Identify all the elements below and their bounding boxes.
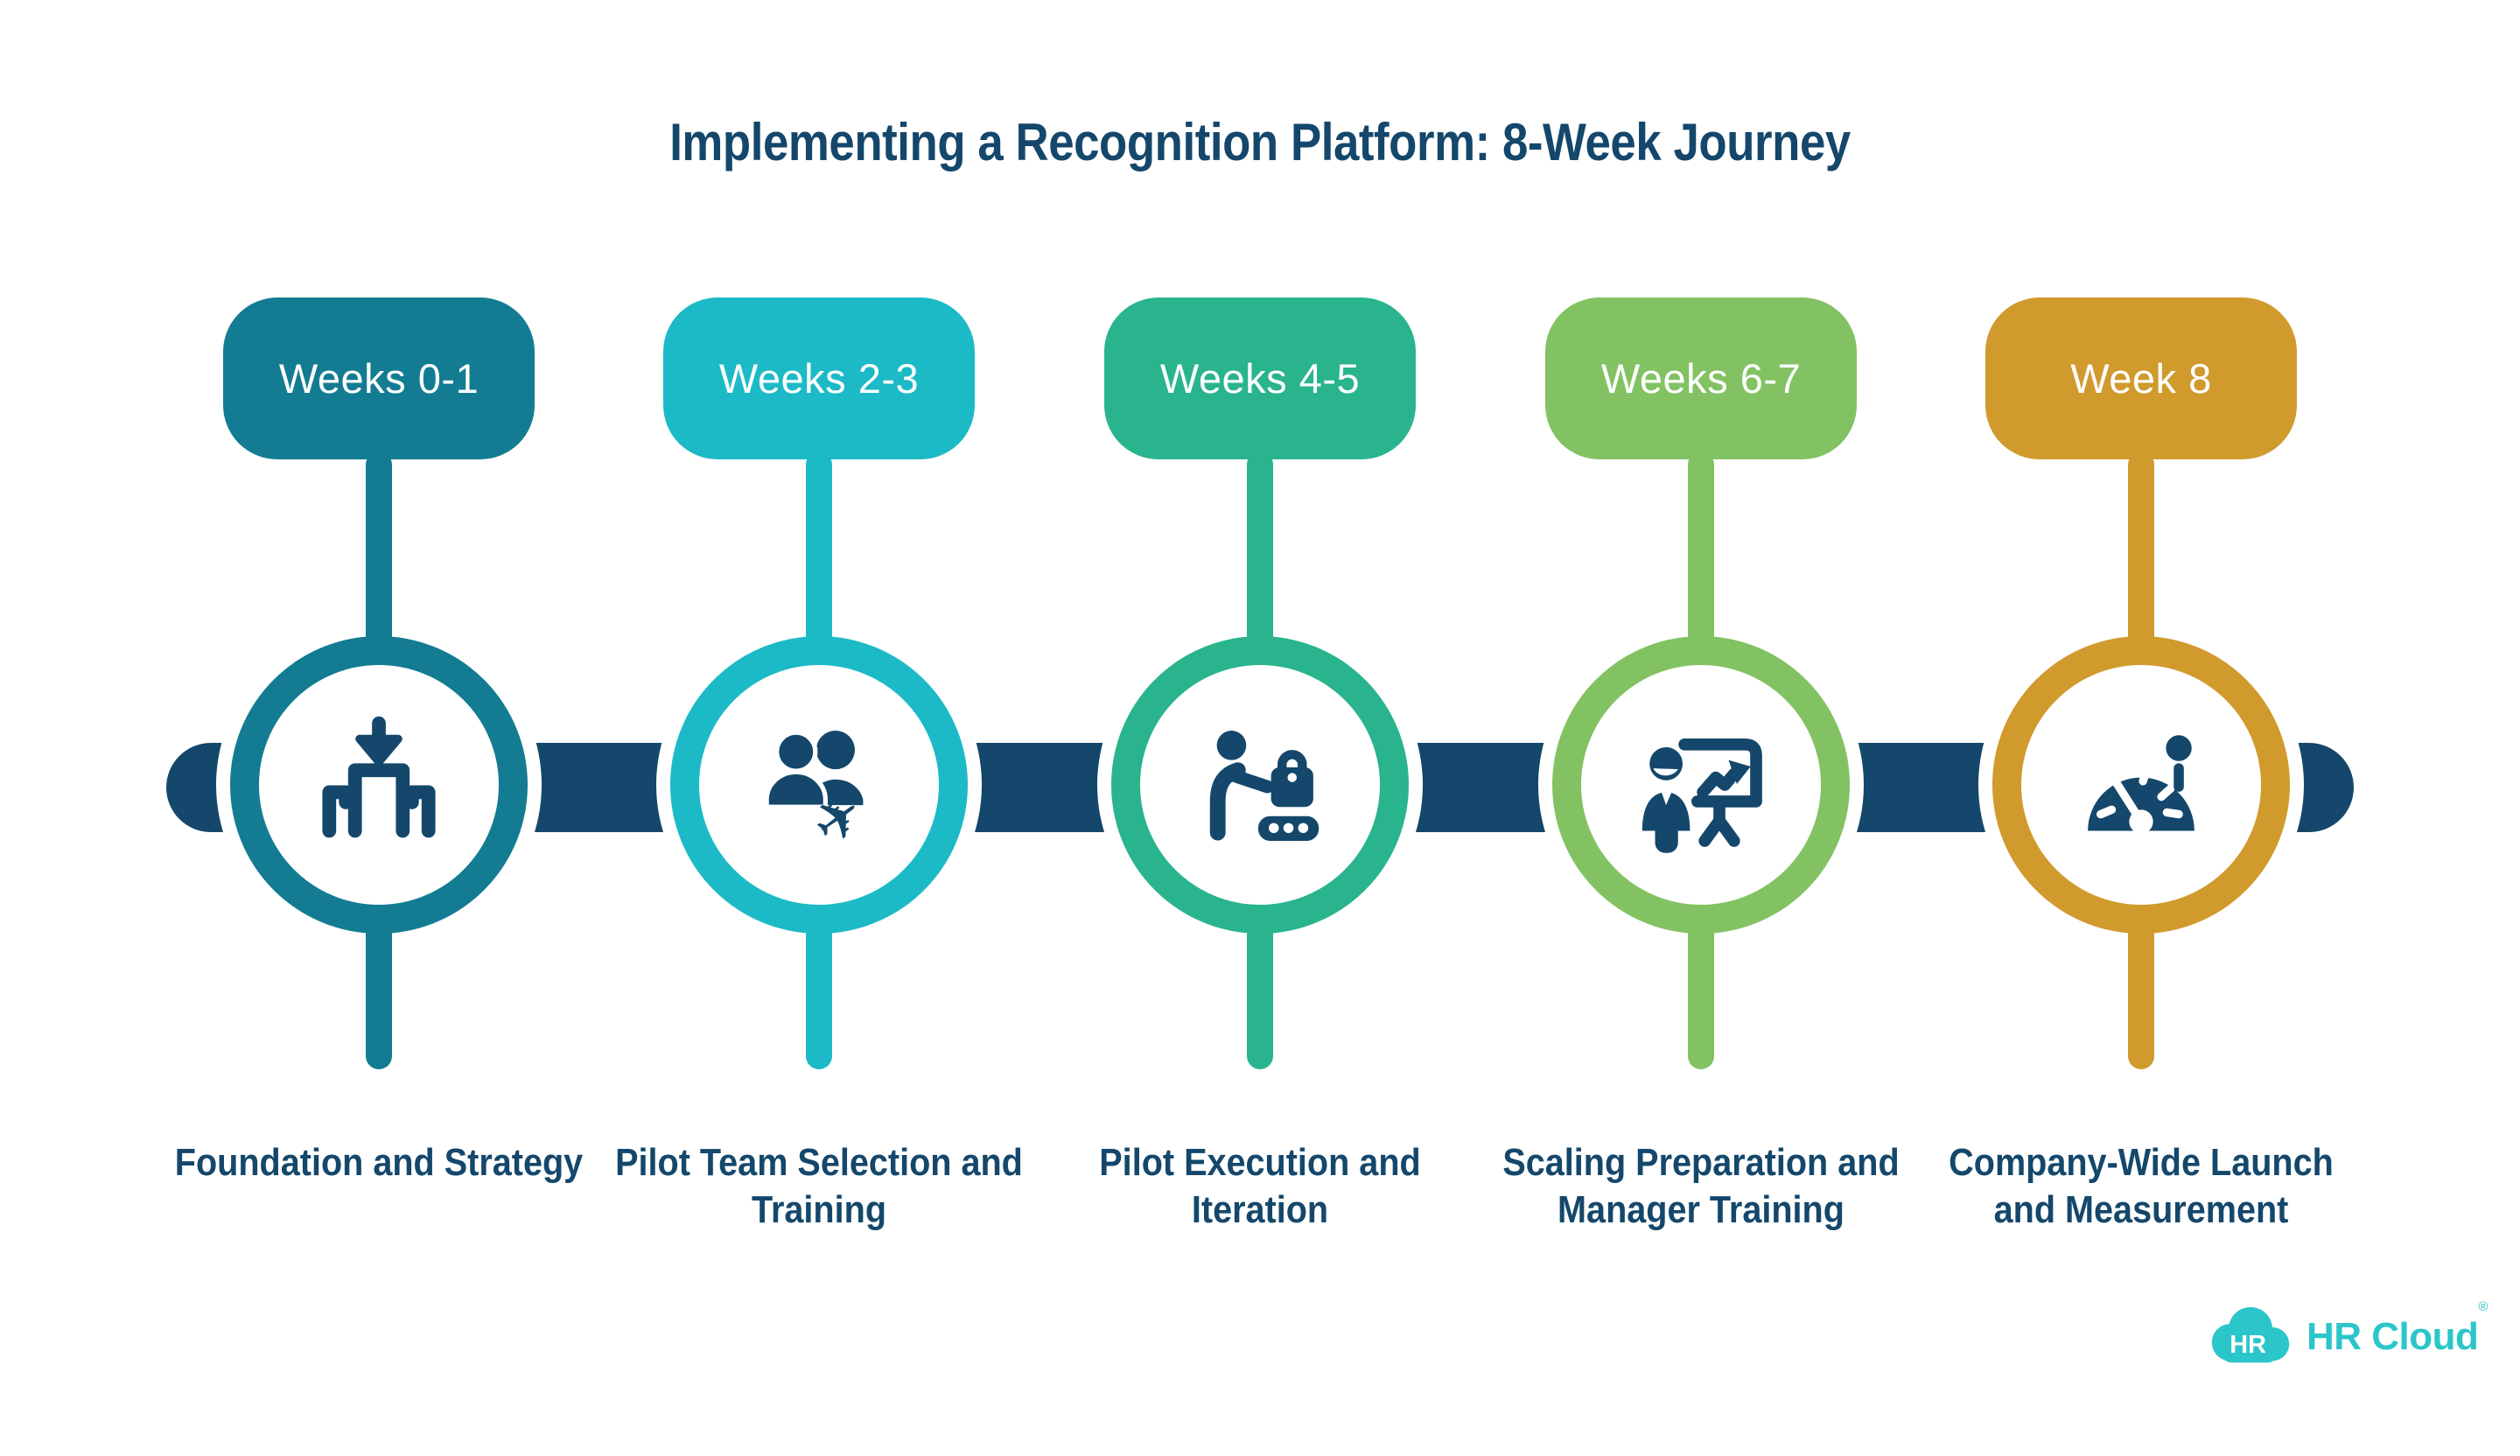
logo-monogram-text: HR [2230, 1331, 2266, 1359]
milestone-circle [1111, 636, 1409, 934]
logo-text: HR Cloud [2306, 1314, 2479, 1358]
week-pill: Week 8 [1985, 298, 2297, 459]
milestone-caption: Company-Wide Launch and Measurement [1949, 1141, 2334, 1231]
logo-wordmark: HR Cloud® [2306, 1299, 2488, 1359]
milestone-caption: Pilot Execution and Iteration [1099, 1141, 1421, 1231]
gauge-measurement-icon [2088, 735, 2194, 834]
week-label: Weeks 0-1 [278, 355, 480, 402]
org-structure-arrow-icon [322, 716, 436, 838]
presentation-growth-icon [1642, 738, 1762, 853]
week-pill: Weeks 4-5 [1104, 298, 1416, 459]
milestone-circle: ✈ [670, 636, 968, 934]
milestone-column-3: Weeks 4-5 Pilot Execution and Iteration [1024, 0, 1496, 1456]
luggage-conveyor-icon [1209, 731, 1320, 842]
week-label: Weeks 6-7 [1600, 355, 1802, 402]
week-pill: Weeks 0-1 [223, 298, 535, 459]
week-pill: Weeks 2-3 [663, 298, 975, 459]
connector-stem-top [2128, 452, 2154, 654]
milestone-circle [230, 636, 528, 934]
connector-stem-top [1247, 452, 1273, 654]
connector-stem-bottom [1247, 920, 1273, 1069]
milestone-caption: Foundation and Strategy [174, 1141, 584, 1184]
milestone-column-5: Week 8 Company-Wide Launch and Measureme… [1905, 0, 2377, 1456]
pilot-team-plane-icon: ✈ [764, 730, 877, 858]
milestone-column-1: Weeks 0-1 Foundation and Strategy [143, 0, 615, 1456]
connector-stem-bottom [2128, 920, 2154, 1069]
page-title: Implementing a Recognition Platform: 8-W… [669, 113, 1851, 172]
hr-cloud-cloud-icon: HR [2211, 1306, 2290, 1363]
week-label: Week 8 [2070, 355, 2212, 402]
milestone-column-4: Weeks 6-7 Scaling Preparation [1465, 0, 1937, 1456]
milestone-circle [1992, 636, 2290, 934]
week-pill: Weeks 6-7 [1545, 298, 1857, 459]
milestone-caption: Pilot Team Selection and Training [615, 1141, 1023, 1231]
connector-stem-top [1688, 452, 1714, 654]
connector-stem-bottom [1688, 920, 1714, 1069]
connector-stem-bottom [366, 920, 392, 1069]
milestone-circle [1552, 636, 1850, 934]
week-label: Weeks 4-5 [1159, 355, 1361, 402]
connector-stem-bottom [806, 920, 832, 1069]
connector-stem-top [366, 452, 392, 654]
hr-cloud-logo: HR HR Cloud® [2207, 1299, 2488, 1369]
connector-stem-top [806, 452, 832, 654]
week-label: Weeks 2-3 [718, 355, 920, 402]
milestone-caption: Scaling Preparation and Manager Training [1502, 1141, 1900, 1231]
registered-mark: ® [2478, 1298, 2488, 1314]
milestone-column-2: Weeks 2-3 ✈ Pilot Team Selection and Tra… [583, 0, 1055, 1456]
